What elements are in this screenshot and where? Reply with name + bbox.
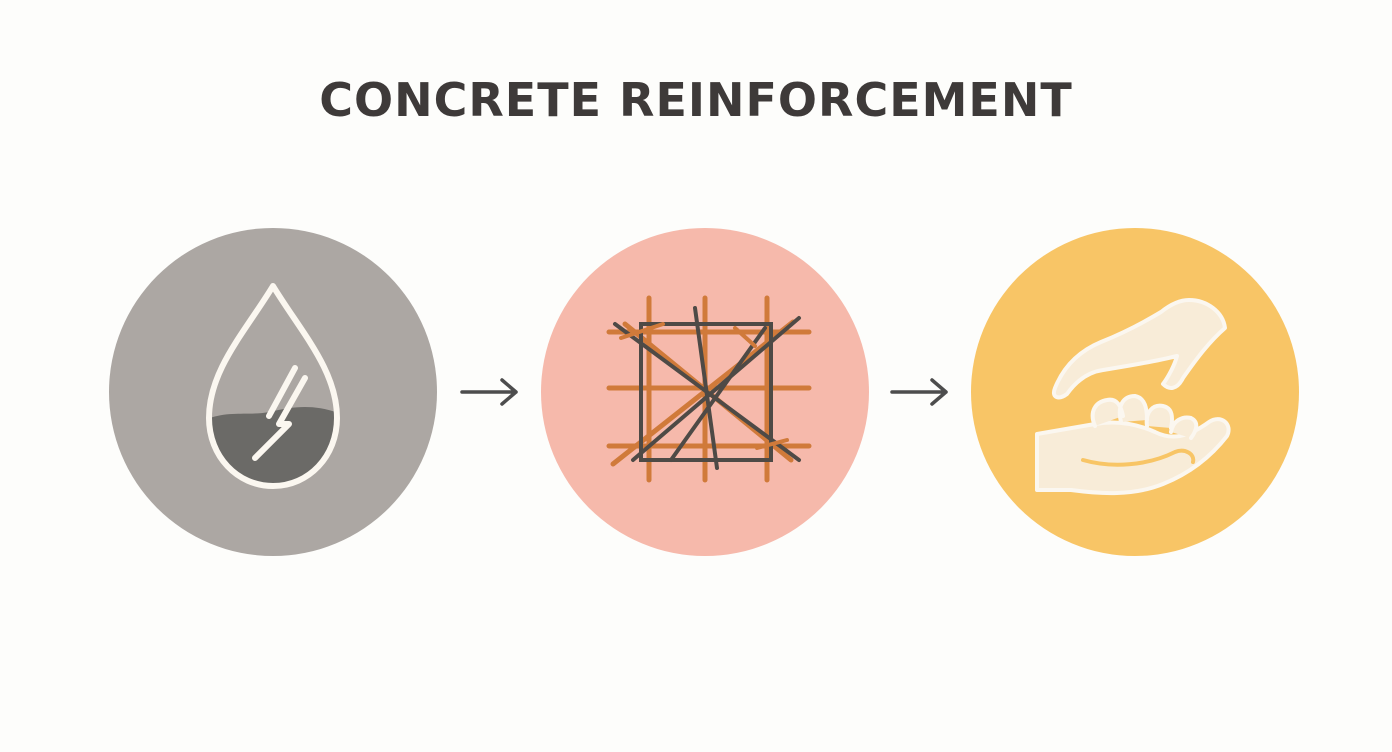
hands-support-icon	[1035, 298, 1231, 496]
step-3-circle	[971, 228, 1299, 556]
water-drop-crack-icon	[206, 283, 340, 489]
step-2-circle	[541, 228, 869, 556]
diagram-title: CONCRETE REINFORCEMENT	[319, 73, 1073, 127]
arrow-right-icon	[460, 378, 518, 406]
step-1-circle	[109, 228, 437, 556]
arrow-right-icon	[890, 378, 948, 406]
rebar-grid-icon	[606, 295, 812, 483]
